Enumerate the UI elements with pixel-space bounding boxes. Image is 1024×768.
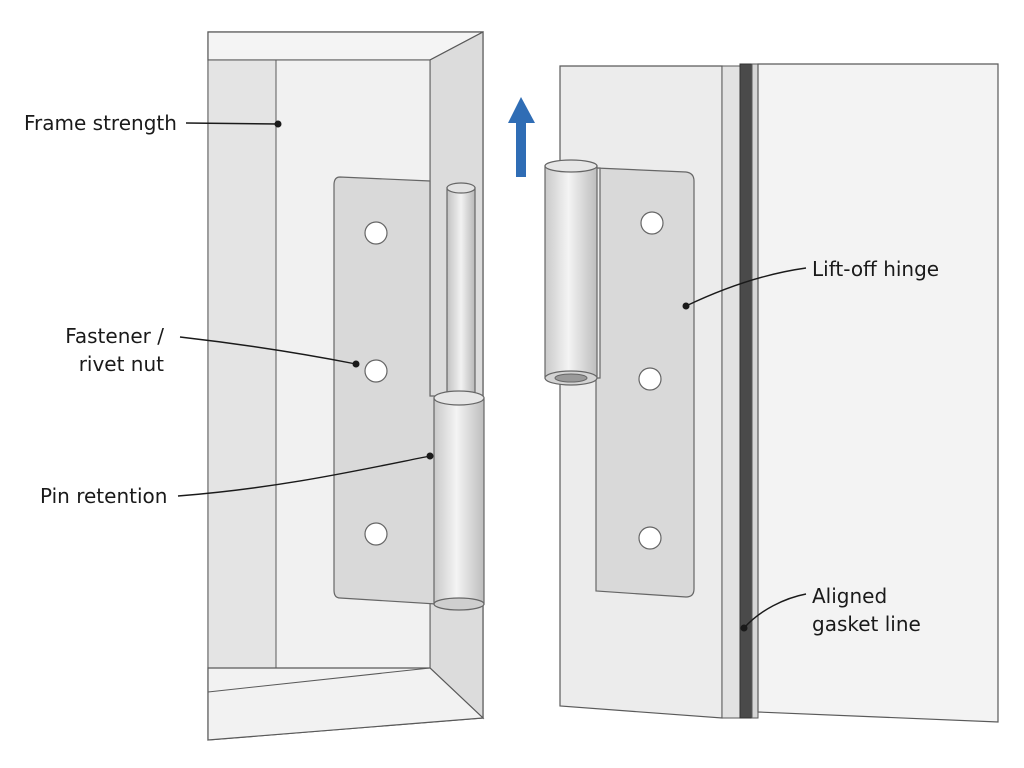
rivet-hole-icon bbox=[638, 367, 662, 391]
leader-lines bbox=[177, 120, 807, 632]
hinge-knuckle-lower bbox=[433, 390, 485, 611]
label-pin-retention: Pin retention bbox=[40, 484, 168, 508]
leader-pin-retention bbox=[177, 455, 431, 497]
label-lift-off-hinge: Lift-off hinge bbox=[812, 257, 940, 281]
rivet-hole-icon bbox=[364, 359, 388, 383]
label-fastener-line2: rivet nut bbox=[78, 352, 164, 376]
hinge-knuckle-upper bbox=[544, 159, 598, 386]
rivet-hole-icon bbox=[638, 526, 662, 550]
leader-lift-off-hinge bbox=[685, 267, 807, 307]
gasket-strip bbox=[739, 63, 753, 719]
label-frame-strength: Frame strength bbox=[24, 111, 177, 135]
label-fastener: Fastener / rivet nut bbox=[40, 322, 164, 378]
leader-fastener bbox=[179, 336, 357, 365]
arrow-up-icon bbox=[508, 97, 535, 177]
hinge-leaf-fixed bbox=[333, 176, 437, 605]
hinge-leaf-door bbox=[595, 167, 695, 598]
hinge-pin bbox=[446, 182, 476, 399]
leader-frame-strength bbox=[185, 122, 279, 125]
label-fastener-line1: Fastener / bbox=[65, 324, 164, 348]
label-gasket-line1: Aligned bbox=[812, 584, 888, 608]
leader-gasket-line bbox=[743, 593, 807, 629]
rivet-hole-icon bbox=[364, 522, 388, 546]
label-gasket-line: Aligned gasket line bbox=[812, 582, 921, 638]
rivet-hole-icon bbox=[364, 221, 388, 245]
rivet-hole-icon bbox=[640, 211, 664, 235]
label-gasket-line2: gasket line bbox=[812, 612, 921, 636]
